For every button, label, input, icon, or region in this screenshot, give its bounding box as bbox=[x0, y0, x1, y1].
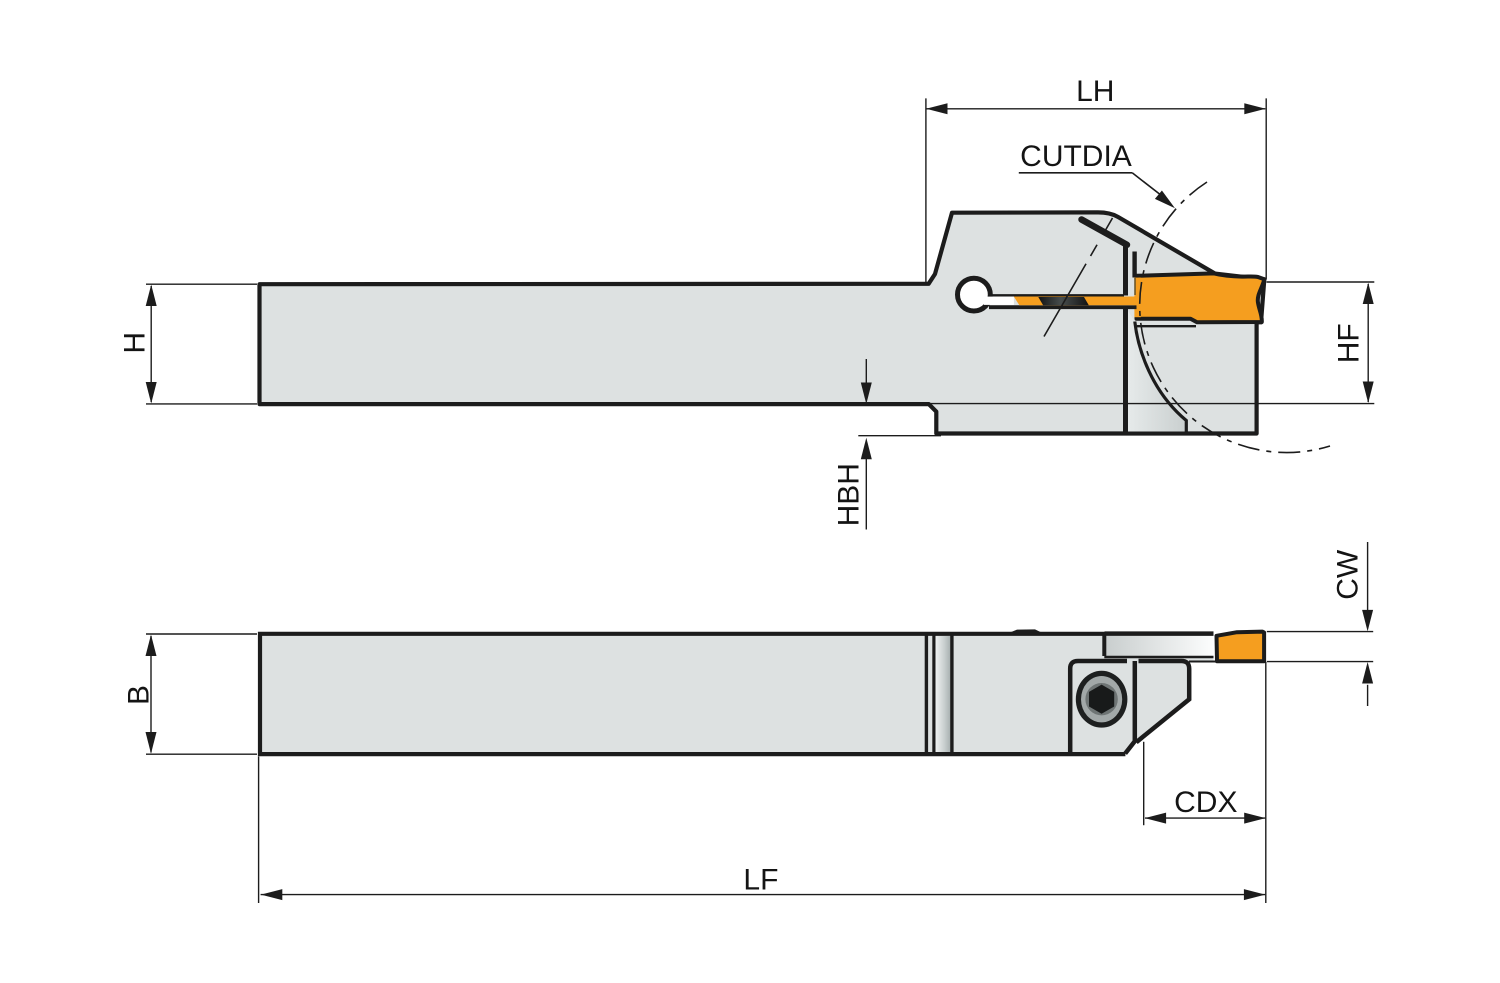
svg-text:CDX: CDX bbox=[1174, 786, 1237, 819]
svg-text:LH: LH bbox=[1076, 75, 1114, 108]
svg-text:H: H bbox=[118, 332, 151, 354]
svg-text:CW: CW bbox=[1332, 549, 1365, 600]
svg-text:CUTDIA: CUTDIA bbox=[1020, 140, 1132, 173]
svg-text:HBH: HBH bbox=[833, 463, 866, 526]
svg-text:LF: LF bbox=[743, 864, 778, 897]
svg-text:HF: HF bbox=[1332, 323, 1365, 363]
svg-text:B: B bbox=[122, 685, 155, 705]
